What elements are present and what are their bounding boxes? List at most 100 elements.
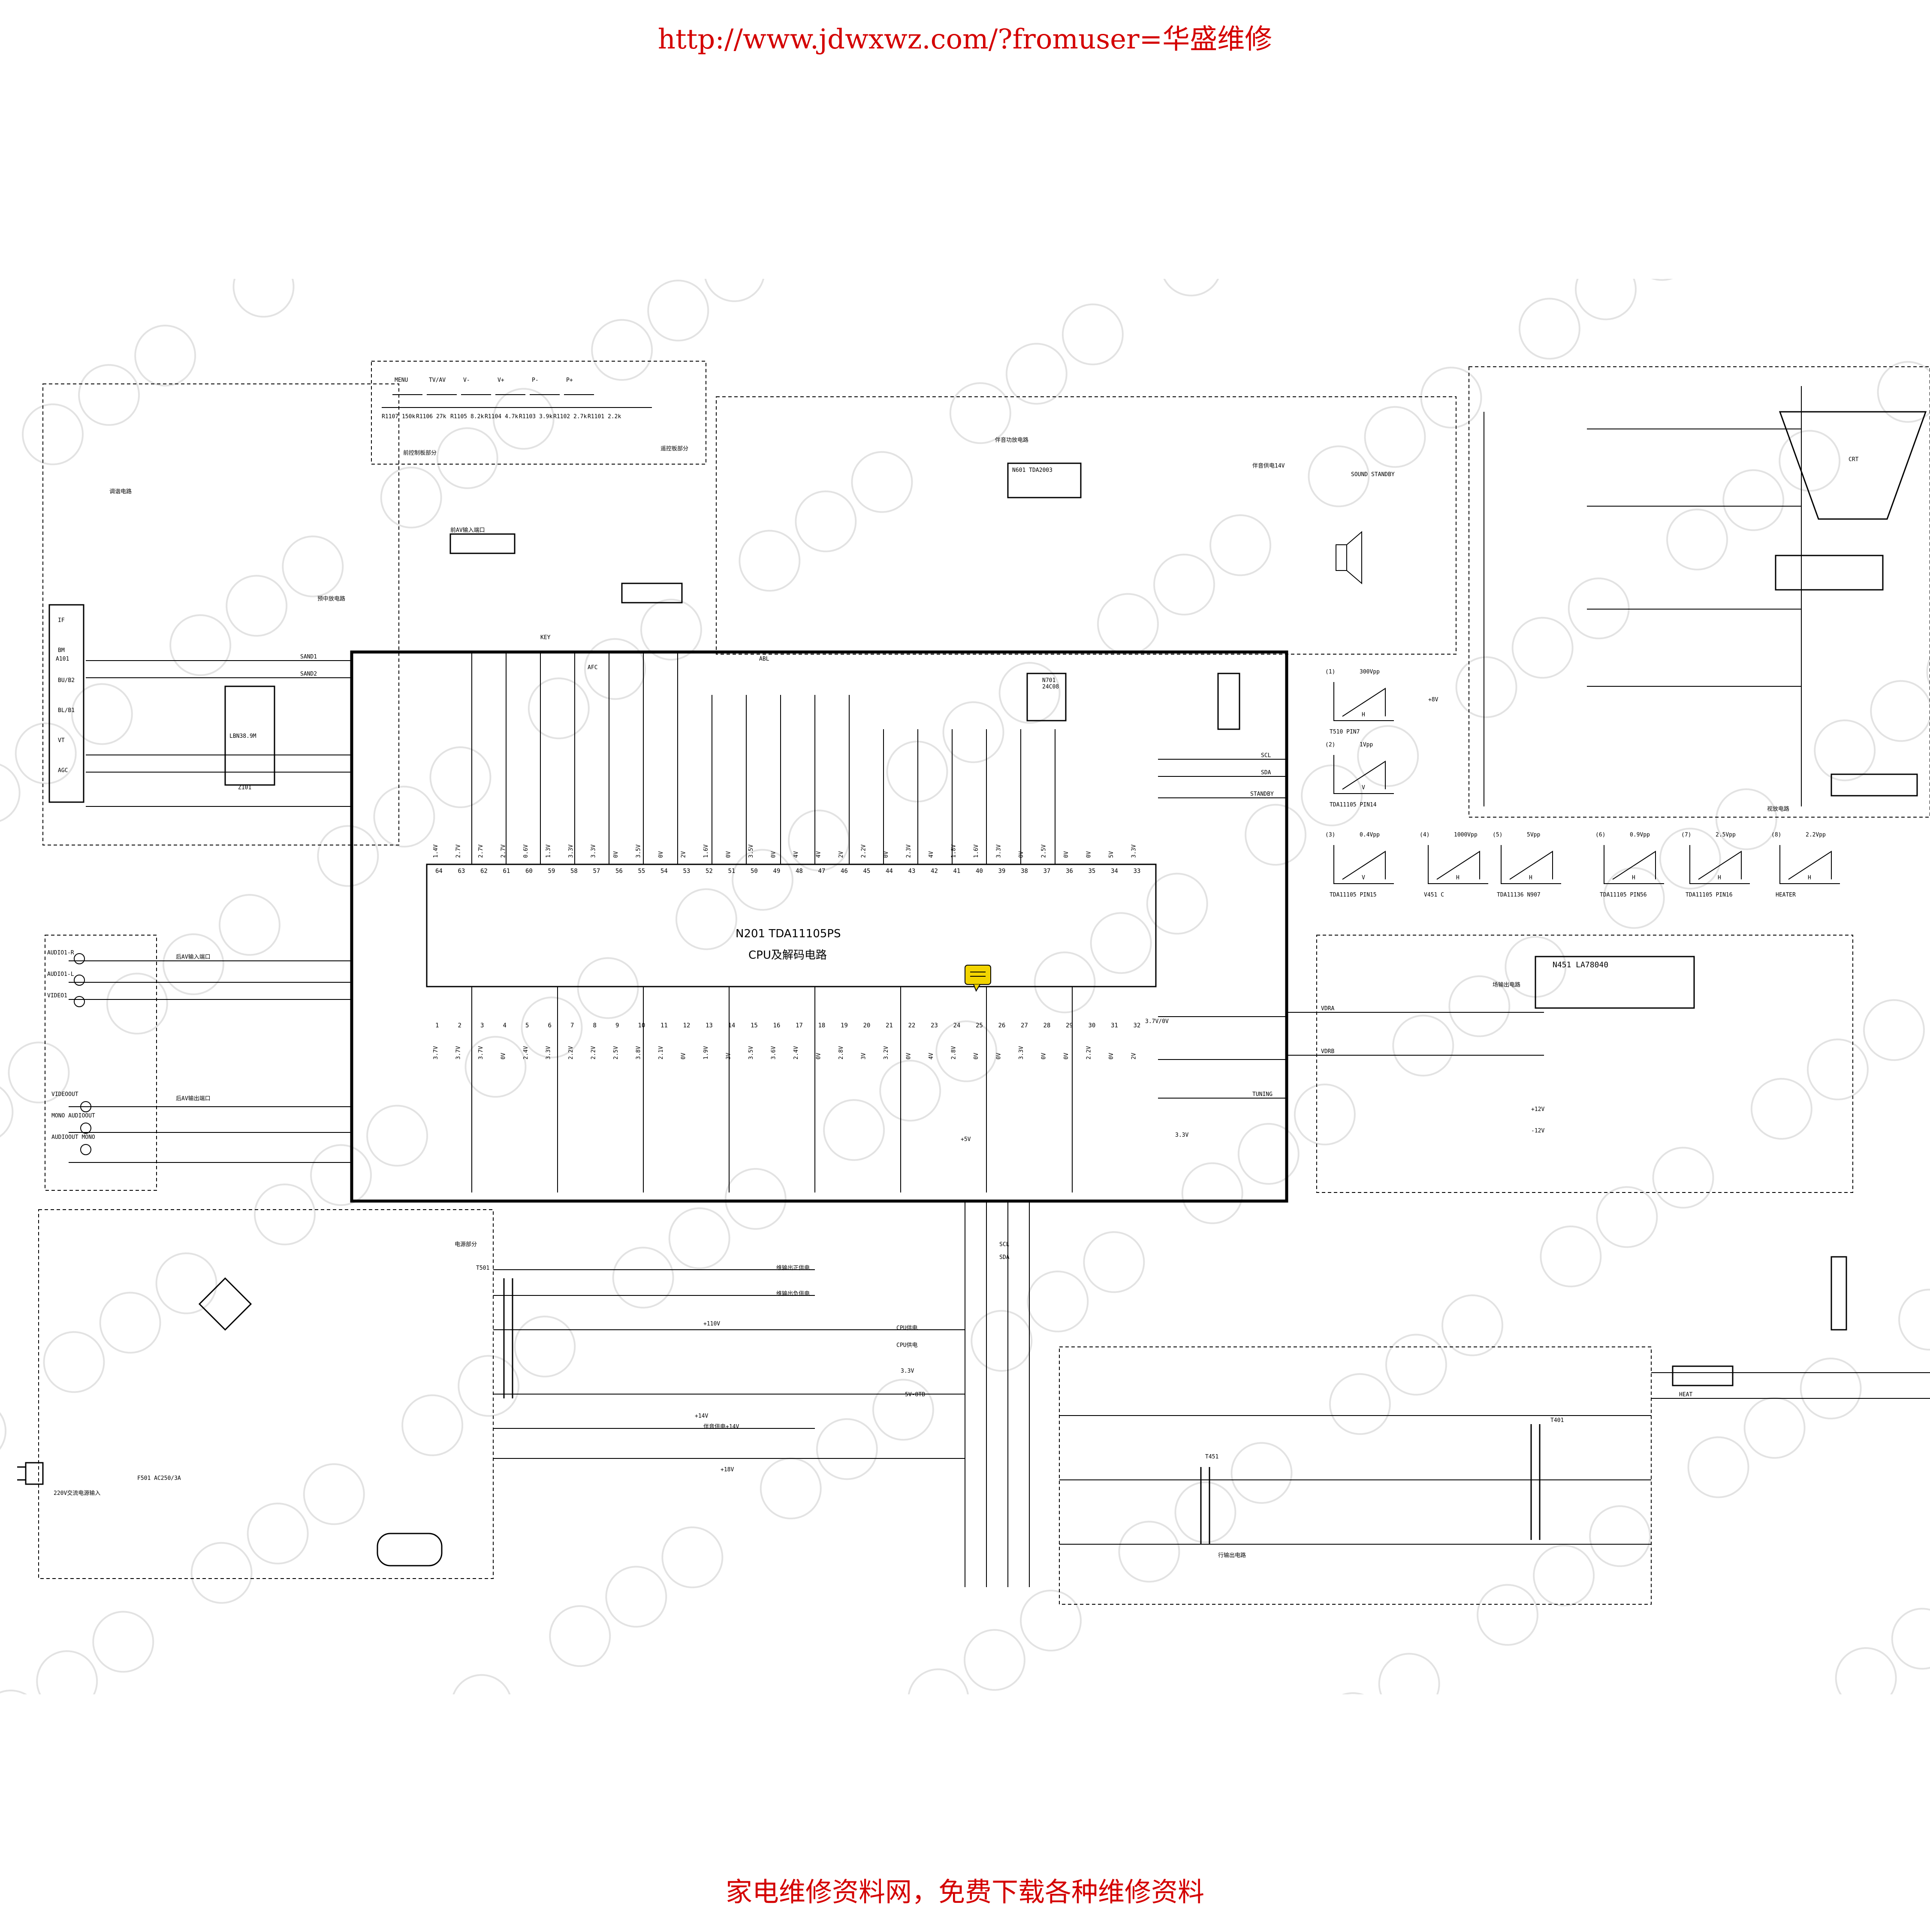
panel-keys-border bbox=[371, 361, 706, 465]
key-resistor: R1102 2.7k bbox=[553, 414, 587, 420]
connector-heat bbox=[1672, 1365, 1734, 1386]
key-resistor: R1101 2.2k bbox=[588, 414, 621, 420]
key-label-2: V- bbox=[463, 377, 470, 383]
pin-top: 58 bbox=[570, 868, 578, 875]
pin-bottom-voltage: 2V bbox=[1131, 1053, 1137, 1060]
pin-top: 47 bbox=[818, 868, 826, 875]
pin-bottom-voltage: 3.7V bbox=[433, 1046, 439, 1060]
pin-bottom: 9 bbox=[615, 1022, 619, 1029]
chip-memory-model: 24C08 bbox=[1042, 684, 1059, 690]
pin-bottom: 27 bbox=[1021, 1022, 1028, 1029]
pin-top-voltage: 2.7V bbox=[455, 845, 462, 858]
tuner-pin: AGC bbox=[58, 767, 68, 774]
waveform-source: TDA11136 N907 bbox=[1497, 892, 1541, 898]
waveform-tag: H bbox=[1362, 712, 1365, 718]
waveform-trace bbox=[1333, 682, 1394, 721]
filter-ref: Z101 bbox=[238, 785, 251, 791]
waveform-shape bbox=[1612, 851, 1656, 880]
waveform-amplitude: 5Vpp bbox=[1527, 832, 1540, 838]
note-icon[interactable] bbox=[965, 965, 991, 992]
pin-top-voltage: 1.8V bbox=[951, 845, 957, 858]
waveform-tag: H bbox=[1718, 875, 1721, 881]
chip-main-part: N201 TDA11105PS bbox=[736, 927, 841, 940]
waveform-shape bbox=[1436, 851, 1480, 880]
pin-bottom: 14 bbox=[728, 1022, 736, 1029]
chip-memory-body bbox=[1026, 673, 1067, 721]
signal-net: +5V bbox=[961, 1136, 971, 1143]
transformer-t451 bbox=[1200, 1467, 1210, 1544]
chip-vertical-block: 场输出电路 bbox=[1493, 981, 1520, 988]
pin-top: 35 bbox=[1089, 868, 1096, 875]
chip-sound-part: N601 TDA2003 bbox=[1012, 467, 1052, 474]
waveform-shape bbox=[1509, 851, 1553, 880]
pin-top: 41 bbox=[953, 868, 961, 875]
pin-top: 62 bbox=[480, 868, 488, 875]
pin-top-voltage: 1.6V bbox=[703, 845, 709, 858]
footer-text[interactable]: 家电维修资料网，免费下载各种维修资料 bbox=[725, 1876, 1204, 1908]
header-link[interactable]: http://www.jdwxwz.com/?fromuser=华盛维修 bbox=[657, 24, 1273, 55]
label-if: 预中放电路 bbox=[317, 595, 345, 602]
horizontal-block-border bbox=[1059, 1346, 1652, 1605]
av-jack-icon bbox=[74, 996, 85, 1007]
pin-bottom: 10 bbox=[638, 1022, 645, 1029]
label-video-amp: 视放电路 bbox=[1767, 806, 1789, 812]
tuner-pin: BL/B1 bbox=[58, 707, 75, 714]
av-jack-icon bbox=[74, 953, 85, 964]
av-jack-label: AUDIO1-R bbox=[47, 950, 74, 956]
pin-bottom: 24 bbox=[953, 1022, 961, 1029]
waveform-trace bbox=[1428, 845, 1488, 884]
pin-bottom-voltage: 2.5V bbox=[613, 1046, 619, 1060]
pin-bottom-voltage: 2.8V bbox=[838, 1046, 844, 1060]
pin-bottom: 13 bbox=[706, 1022, 713, 1029]
out-jack-icon bbox=[80, 1101, 91, 1112]
transformer-t501 bbox=[503, 1278, 513, 1398]
bridge-rectifier bbox=[198, 1277, 252, 1331]
label-av-in-rear: 后AV输入端口 bbox=[176, 954, 211, 960]
av-jack-label: VIDEO1 bbox=[47, 993, 67, 999]
pin-bottom-voltage: 3.6V bbox=[771, 1046, 777, 1060]
chip-sound-block: 伴音功放电路 bbox=[995, 437, 1028, 444]
tuner-pin: IF bbox=[58, 617, 65, 624]
main-bus-frame bbox=[350, 650, 1288, 1203]
key-label-4: P- bbox=[532, 377, 539, 383]
pin-bottom: 3 bbox=[480, 1022, 484, 1029]
pin-top-voltage: 0V bbox=[1063, 851, 1070, 858]
pin-bottom: 25 bbox=[976, 1022, 983, 1029]
waveform-index: (6) bbox=[1595, 832, 1605, 838]
pin-top: 48 bbox=[796, 868, 803, 875]
fuse-label: F501 AC250/3A bbox=[137, 1475, 181, 1482]
pin-bottom-voltage: 2.2V bbox=[568, 1046, 574, 1060]
signal-net: +14V bbox=[695, 1413, 708, 1419]
transformer-ref: T451 bbox=[1205, 1454, 1218, 1460]
pin-bottom-voltage: 0V bbox=[996, 1053, 1002, 1060]
key-resistor: R1106 27k bbox=[416, 414, 446, 420]
pin-bottom-voltage: 3.5V bbox=[748, 1046, 754, 1060]
pin-top-voltage: 5V bbox=[1108, 851, 1115, 858]
av-jack-label: AUDIO1-L bbox=[47, 971, 74, 978]
waveform-shape bbox=[1788, 851, 1832, 880]
signal-net: KEY bbox=[540, 634, 551, 641]
crt-label: CRT bbox=[1849, 456, 1859, 463]
pin-top-voltage: 4V bbox=[928, 851, 935, 858]
pin-top-voltage: 3.3V bbox=[568, 845, 574, 858]
waveform-amplitude: 1Vpp bbox=[1360, 742, 1373, 748]
pin-top-voltage: 0V bbox=[658, 851, 664, 858]
pin-bottom: 8 bbox=[593, 1022, 597, 1029]
waveform-index: (5) bbox=[1493, 832, 1502, 838]
tuner-ref: A101 bbox=[56, 656, 69, 662]
pin-bottom-voltage: 0V bbox=[906, 1053, 912, 1060]
signal-net: VDRB bbox=[1321, 1048, 1334, 1055]
signal-net: SAND2 bbox=[300, 671, 317, 677]
pin-top-voltage: 2V bbox=[681, 851, 687, 858]
pin-top-voltage: 3.5V bbox=[636, 845, 642, 858]
pin-top-voltage: 2.7V bbox=[478, 845, 484, 858]
pin-top-voltage: 3.5V bbox=[748, 845, 754, 858]
pin-top-voltage: 0V bbox=[1018, 851, 1025, 858]
av-jack-icon bbox=[74, 975, 85, 986]
pin-bottom-voltage: 0V bbox=[1063, 1053, 1070, 1060]
av-block-border bbox=[45, 935, 157, 1191]
